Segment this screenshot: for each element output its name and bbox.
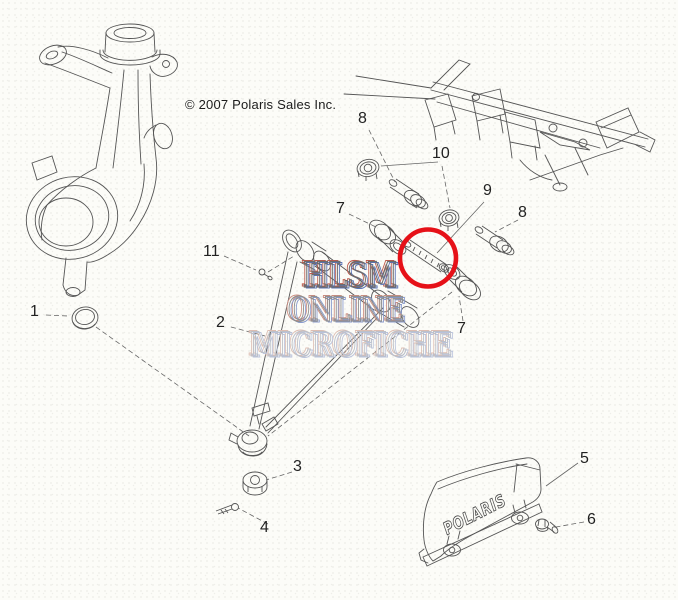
watermark-line2: ONLINE xyxy=(288,290,404,330)
cotter-pin-part4-drawing xyxy=(215,503,239,515)
copyright-text: © 2007 Polaris Sales Inc. xyxy=(185,97,337,112)
bushing-part7-lower-drawing xyxy=(443,264,481,301)
bolt-part8-upper-drawing xyxy=(388,178,429,210)
callout-part-5[interactable]: 5 xyxy=(580,450,589,467)
callout-part-4[interactable]: 4 xyxy=(260,519,269,536)
callout-part-11[interactable]: 11 xyxy=(203,243,220,260)
watermark-line1-red-fringe: HLSM xyxy=(301,254,395,295)
callout-part-2[interactable]: 2 xyxy=(216,314,225,331)
watermark-line1-blue-fringe: HLSM xyxy=(305,256,399,297)
washer-part1-drawing xyxy=(71,306,99,330)
nut-part10-left-drawing xyxy=(356,158,380,181)
callout-part-6[interactable]: 6 xyxy=(587,511,596,528)
callout-part-7b[interactable]: 7 xyxy=(457,320,466,337)
highlight-circle-part9 xyxy=(397,227,459,289)
bolt-part8-lower-drawing xyxy=(474,225,515,256)
nut-part3-drawing xyxy=(242,471,268,496)
callout-part-10[interactable]: 10 xyxy=(432,145,450,162)
watermark-line2-blue-fringe: ONLINE xyxy=(290,291,406,331)
callout-part-7a[interactable]: 7 xyxy=(336,200,345,217)
watermark-line1: HLSM xyxy=(303,255,397,296)
watermark-line3-red-fringe: MICROFICHE xyxy=(248,324,450,364)
callout-part-1[interactable]: 1 xyxy=(30,303,39,320)
frame-section-drawing xyxy=(343,59,656,192)
steering-knuckle-drawing xyxy=(25,23,178,297)
watermark-line3-blue-fringe: MICROFICHE xyxy=(252,326,454,366)
watermark-line2-red-fringe: ONLINE xyxy=(286,289,402,329)
watermark: HLSM HLSM HLSM ONLINE ONLINE ONLINE MICR… xyxy=(248,253,455,366)
arm-guard-part5-drawing: POLARIS xyxy=(418,457,543,567)
bolt-part6-drawing xyxy=(535,518,559,534)
callout-part-3[interactable]: 3 xyxy=(293,458,302,475)
callout-part-9[interactable]: 9 xyxy=(483,182,492,199)
leader-lines xyxy=(45,129,585,528)
watermark-line3: MICROFICHE xyxy=(250,325,452,365)
grease-fitting-part11-drawing xyxy=(258,268,273,281)
nut-part10-right-drawing xyxy=(438,209,460,231)
callout-part-8b[interactable]: 8 xyxy=(518,204,527,221)
control-arm-drawing xyxy=(228,229,420,457)
callout-part-8a[interactable]: 8 xyxy=(358,110,367,127)
pivot-pin-part9-drawing[interactable] xyxy=(402,239,450,274)
